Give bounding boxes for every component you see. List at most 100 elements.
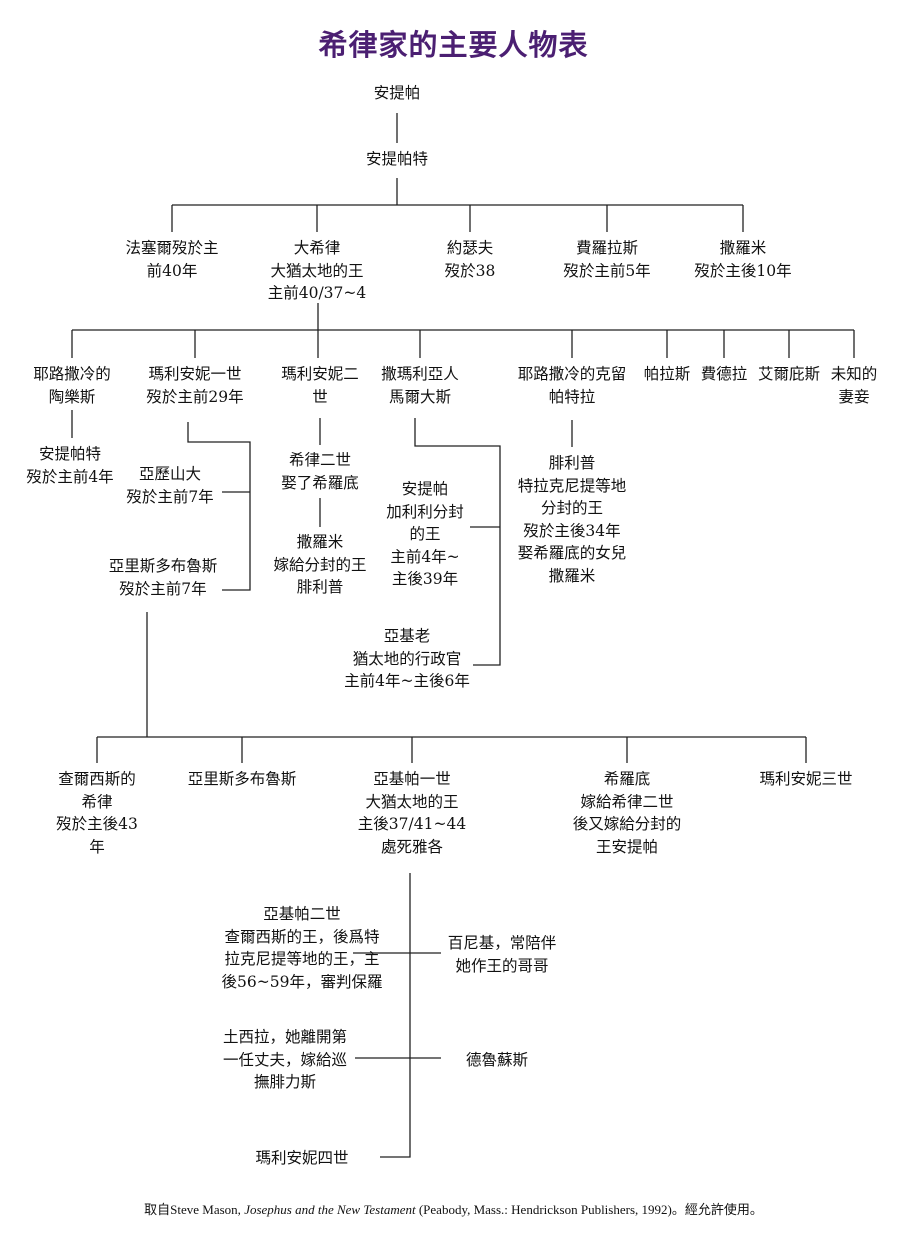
node-line: 年 [89,837,105,856]
node-line: 撒羅米 [719,239,767,257]
node-line: 瑪利安妮三世 [759,770,853,788]
node-line: 安提帕特 [38,445,101,463]
node-line: 王安提帕 [595,837,659,856]
node-line: 大猶太地的王 [365,792,459,811]
node-line: 世 [312,387,328,406]
node-mariamme1: 瑪利安妮一世歿於主前29年 [146,363,243,408]
node-agrippa1: 亞基帕一世大猶太地的王主後37/41~44 處死雅各 [358,768,466,858]
node-line: 法塞爾歿於主 [125,239,219,257]
node-line: 歿於主前5年 [563,261,651,280]
node-line: 費德拉 [700,365,748,383]
node-line: 大猶太地的王 [270,261,364,280]
node-line: 亞里斯多布魯斯 [108,557,218,575]
node-line: 百尼基，常陪伴 [447,934,557,952]
node-line: 約瑟夫 [446,239,494,257]
node-line: 撒羅米 [548,566,596,585]
node-line: 瑪利安妮二 [281,365,359,383]
node-mariamme3: 瑪利安妮三世 [759,768,852,791]
node-salome: 撒羅米嫁給分封的王腓利普 [273,531,366,599]
node-line: 嫁給希律二世 [580,792,674,811]
node-archelaus: 亞基老猶太地的行政官主前4年~主後6年 [344,625,470,693]
node-line: 主後37/41~44 [357,815,467,833]
node-line: 歿於主後10年 [694,261,792,280]
node-line: 亞基帕二世 [263,905,341,923]
credit-suffix: (Peabody, Mass.: Hendrickson Publishers,… [415,1202,763,1217]
line-malthace-bracket [414,418,501,666]
node-line: 帕特拉 [548,387,596,406]
node-alexander: 亞歷山大歿於主前7年 [126,463,213,508]
node-line: 耶路撒冷的 [33,365,111,383]
node-line: 歿於38 [444,261,496,280]
node-line: 加利利分封 [386,502,464,521]
node-mariamme4: 瑪利安妮四世 [255,1147,348,1170]
node-phasael: 法塞爾歿於主前40年 [125,237,218,282]
node-line: 特拉克尼提等地 [517,476,627,495]
node-line: 她作王的哥哥 [455,956,549,975]
node-line: 大希律 [293,239,341,257]
node-line: 歿於主前7年 [119,579,207,598]
node-line: 嫁給分封的王 [273,555,367,574]
node-line: 主前4年~ [390,547,460,566]
node-pheroras: 費羅拉斯歿於主前5年 [563,237,650,282]
node-line: 瑪利安妮一世 [148,365,242,383]
node-line: 妻妾 [838,387,870,406]
node-aristobulus: 亞里斯多布魯斯歿於主前7年 [109,555,218,600]
node-line: 費羅拉斯 [575,239,638,257]
node-line: 歿於主前29年 [146,387,244,406]
source-credit: 取自Steve Mason, Josephus and the New Test… [0,1199,907,1218]
node-line: 亞基帕一世 [373,770,451,788]
node-elpis: 艾爾庇斯 [758,363,820,386]
node-pallas: 帕拉斯 [644,363,691,386]
node-cleopatra: 耶路撒冷的克留帕特拉 [518,363,627,408]
node-line: 主前40/37~4 [267,284,367,302]
node-unknown-wives: 未知的妻妾 [831,363,878,408]
node-antipas-sr: 安提帕 [374,82,421,105]
node-line: 艾爾庇斯 [757,365,821,383]
node-line: 歿於主前7年 [126,487,214,506]
node-line: 查爾西斯的 [58,770,136,788]
node-line: 前40年 [146,261,198,280]
node-line: 的王 [409,525,441,543]
node-line: 撫腓力斯 [253,1073,317,1091]
node-line: 腓利普 [548,454,596,472]
node-line: 處死雅各 [380,837,444,856]
node-line: 希羅底 [603,770,651,788]
node-line: 亞里斯多布魯斯 [187,770,297,788]
node-line: 德魯蘇斯 [465,1051,529,1069]
node-line: 後又嫁給分封的 [572,815,682,833]
node-herodias: 希羅底嫁給希律二世後又嫁給分封的王安提帕 [573,768,682,858]
node-line: 土西拉，她離開第 [222,1028,348,1046]
node-aristobulus2: 亞里斯多布魯斯 [188,768,297,791]
node-antipater: 安提帕特 [366,148,428,171]
node-bernice: 百尼基，常陪伴她作王的哥哥 [448,932,557,977]
node-antipater-son: 安提帕特歿於主前4年 [26,443,113,488]
node-line: 希律二世 [288,451,352,469]
node-line: 歿於主前4年 [26,467,114,486]
node-drusilla: 土西拉，她離開第一任丈夫，嫁給巡撫腓力斯 [223,1026,347,1094]
node-line: 安提帕 [401,480,449,498]
node-line: 主後39年 [391,570,459,588]
node-line: 安提帕特 [365,150,429,168]
credit-prefix: 取自Steve Mason, [144,1202,245,1217]
node-drusus: 德魯蘇斯 [466,1049,528,1072]
node-herod2: 希律二世娶了希羅底 [281,449,359,494]
node-line: 娶了希羅底 [281,473,359,492]
credit-book-title: Josephus and the New Testament [244,1202,416,1217]
node-herod-the-great: 大希律大猶太地的王主前40/37~4 [268,237,367,305]
node-line: 安提帕 [373,84,421,102]
node-agrippa2: 亞基帕二世查爾西斯的王，後爲特拉克尼提等地的王，主後56~59年，審判保羅 [222,903,383,993]
node-line: 主前4年~主後6年 [344,672,470,690]
node-philip: 腓利普特拉克尼提等地分封的王歿於主後34年娶希羅底的女兒撒羅米 [518,452,627,587]
node-joseph: 約瑟夫歿於38 [445,237,496,282]
node-line: 猶太地的行政官 [352,649,462,668]
node-antipas: 安提帕加利利分封的王主前4年~ 主後39年 [386,478,464,591]
node-line: 歿於主後34年 [523,521,621,540]
node-line: 分封的王 [540,499,604,517]
node-line: 拉克尼提等地的王，主 [224,950,380,968]
node-line: 希律 [81,792,113,811]
node-salome-sister: 撒羅米歿於主後10年 [694,237,791,282]
node-line: 查爾西斯的王，後爲特 [224,927,380,946]
